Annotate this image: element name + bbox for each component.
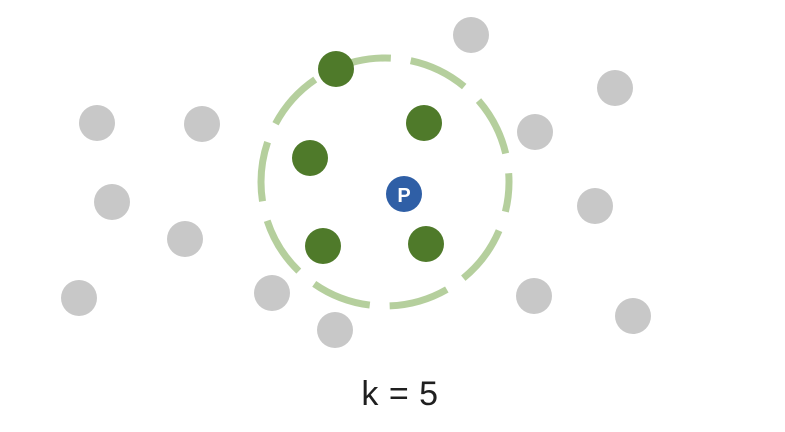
neighborhood-radius-circle xyxy=(257,54,513,310)
other-point xyxy=(79,105,115,141)
other-point xyxy=(615,298,651,334)
query-point-dot xyxy=(386,176,422,212)
other-point xyxy=(184,106,220,142)
query-point-label: P xyxy=(397,185,410,207)
other-point xyxy=(597,70,633,106)
neighbor-point xyxy=(406,105,442,141)
query-point: P xyxy=(386,176,422,212)
other-point xyxy=(94,184,130,220)
other-point xyxy=(61,280,97,316)
neighbor-point xyxy=(292,140,328,176)
other-point xyxy=(516,278,552,314)
neighbor-point xyxy=(318,51,354,87)
k-value-caption: k = 5 xyxy=(361,375,439,413)
other-point xyxy=(254,275,290,311)
other-point xyxy=(167,221,203,257)
other-points xyxy=(61,17,651,348)
other-point xyxy=(577,188,613,224)
neighbor-point xyxy=(408,226,444,262)
neighbor-point xyxy=(305,228,341,264)
other-point xyxy=(453,17,489,53)
neighbor-points xyxy=(292,51,444,264)
other-point xyxy=(517,114,553,150)
other-point xyxy=(317,312,353,348)
